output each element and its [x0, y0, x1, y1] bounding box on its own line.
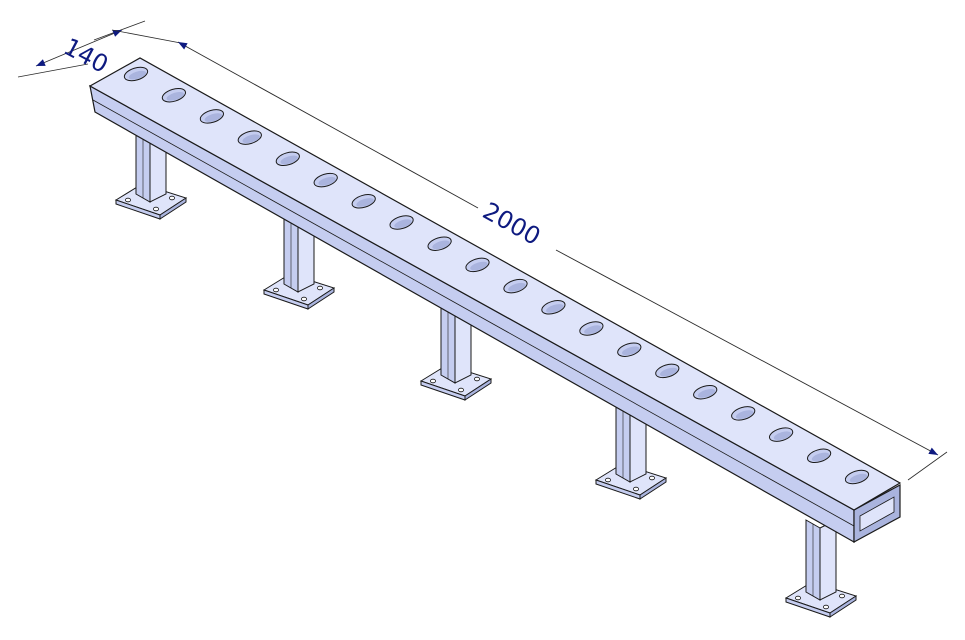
slot-hole — [351, 194, 376, 209]
slot-hole — [313, 172, 338, 188]
slot-hole — [541, 300, 566, 315]
slot-hole — [844, 469, 870, 485]
slot-hole — [806, 448, 832, 464]
beam — [88, 57, 902, 544]
width-dimension-line — [35, 29, 123, 67]
slot-hole — [199, 109, 225, 124]
beam-top-face — [88, 57, 902, 511]
length-dimension-line-b — [555, 249, 939, 456]
slot-hole — [655, 363, 680, 379]
width-label: 140 — [59, 33, 113, 79]
beam-lower-lip — [92, 99, 855, 527]
beam-end-inner — [859, 496, 895, 532]
slot-hole — [693, 384, 718, 400]
width-extension-line-2 — [93, 20, 146, 41]
slot-hole — [161, 87, 187, 103]
slot-hole — [617, 342, 642, 357]
length-dimension: 2000 — [111, 29, 948, 481]
slot-hole — [275, 151, 300, 167]
width-extension-line-1 — [17, 63, 89, 78]
length-extension-line-2 — [907, 451, 948, 481]
slot-hole — [503, 278, 528, 294]
beam-front-face — [89, 84, 855, 544]
support-leg — [784, 519, 858, 618]
slot-hole — [237, 130, 262, 145]
slot-hole — [579, 321, 604, 336]
slot-holes — [123, 66, 870, 485]
length-label: 2000 — [478, 197, 545, 251]
slot-hole — [731, 406, 756, 421]
slot-hole — [465, 257, 490, 273]
length-extension-line-1 — [111, 29, 187, 45]
slot-hole — [123, 66, 149, 82]
length-dimension-line-a — [177, 41, 479, 209]
support-legs — [114, 119, 858, 618]
slot-hole — [768, 427, 794, 442]
slot-hole — [427, 236, 452, 251]
slot-hole — [389, 215, 414, 230]
